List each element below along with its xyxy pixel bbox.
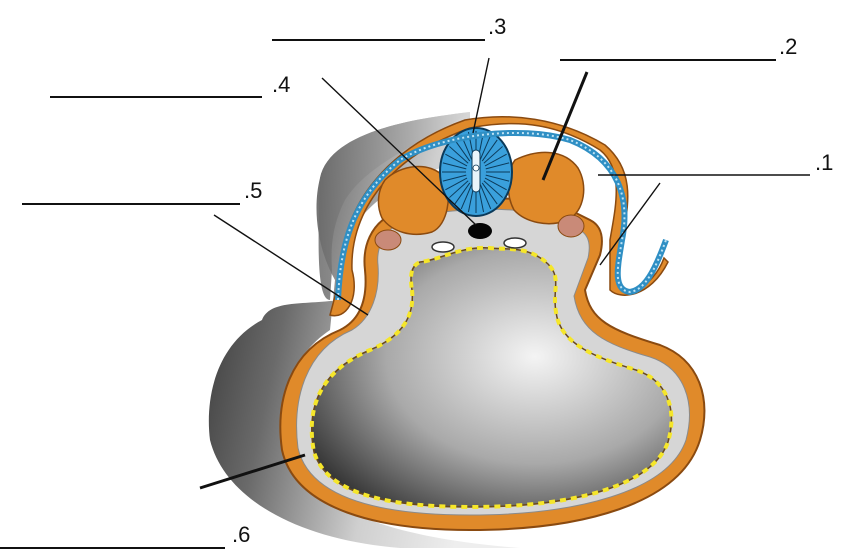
label-4: .4 <box>272 72 290 97</box>
notochord <box>468 223 492 239</box>
label-1: .1 <box>815 150 833 175</box>
dorsal-aorta-left <box>432 242 454 252</box>
label-2: .2 <box>779 34 797 59</box>
label-3: .3 <box>488 14 506 39</box>
somite-right <box>508 152 584 223</box>
label-5: .5 <box>244 178 262 203</box>
leader-line-1 <box>600 183 660 265</box>
label-6: .6 <box>232 522 250 547</box>
intermediate-mesoderm-right <box>558 215 584 237</box>
somite-left <box>378 166 448 234</box>
dorsal-aorta-right <box>504 238 526 248</box>
intermediate-mesoderm-left <box>375 230 401 250</box>
